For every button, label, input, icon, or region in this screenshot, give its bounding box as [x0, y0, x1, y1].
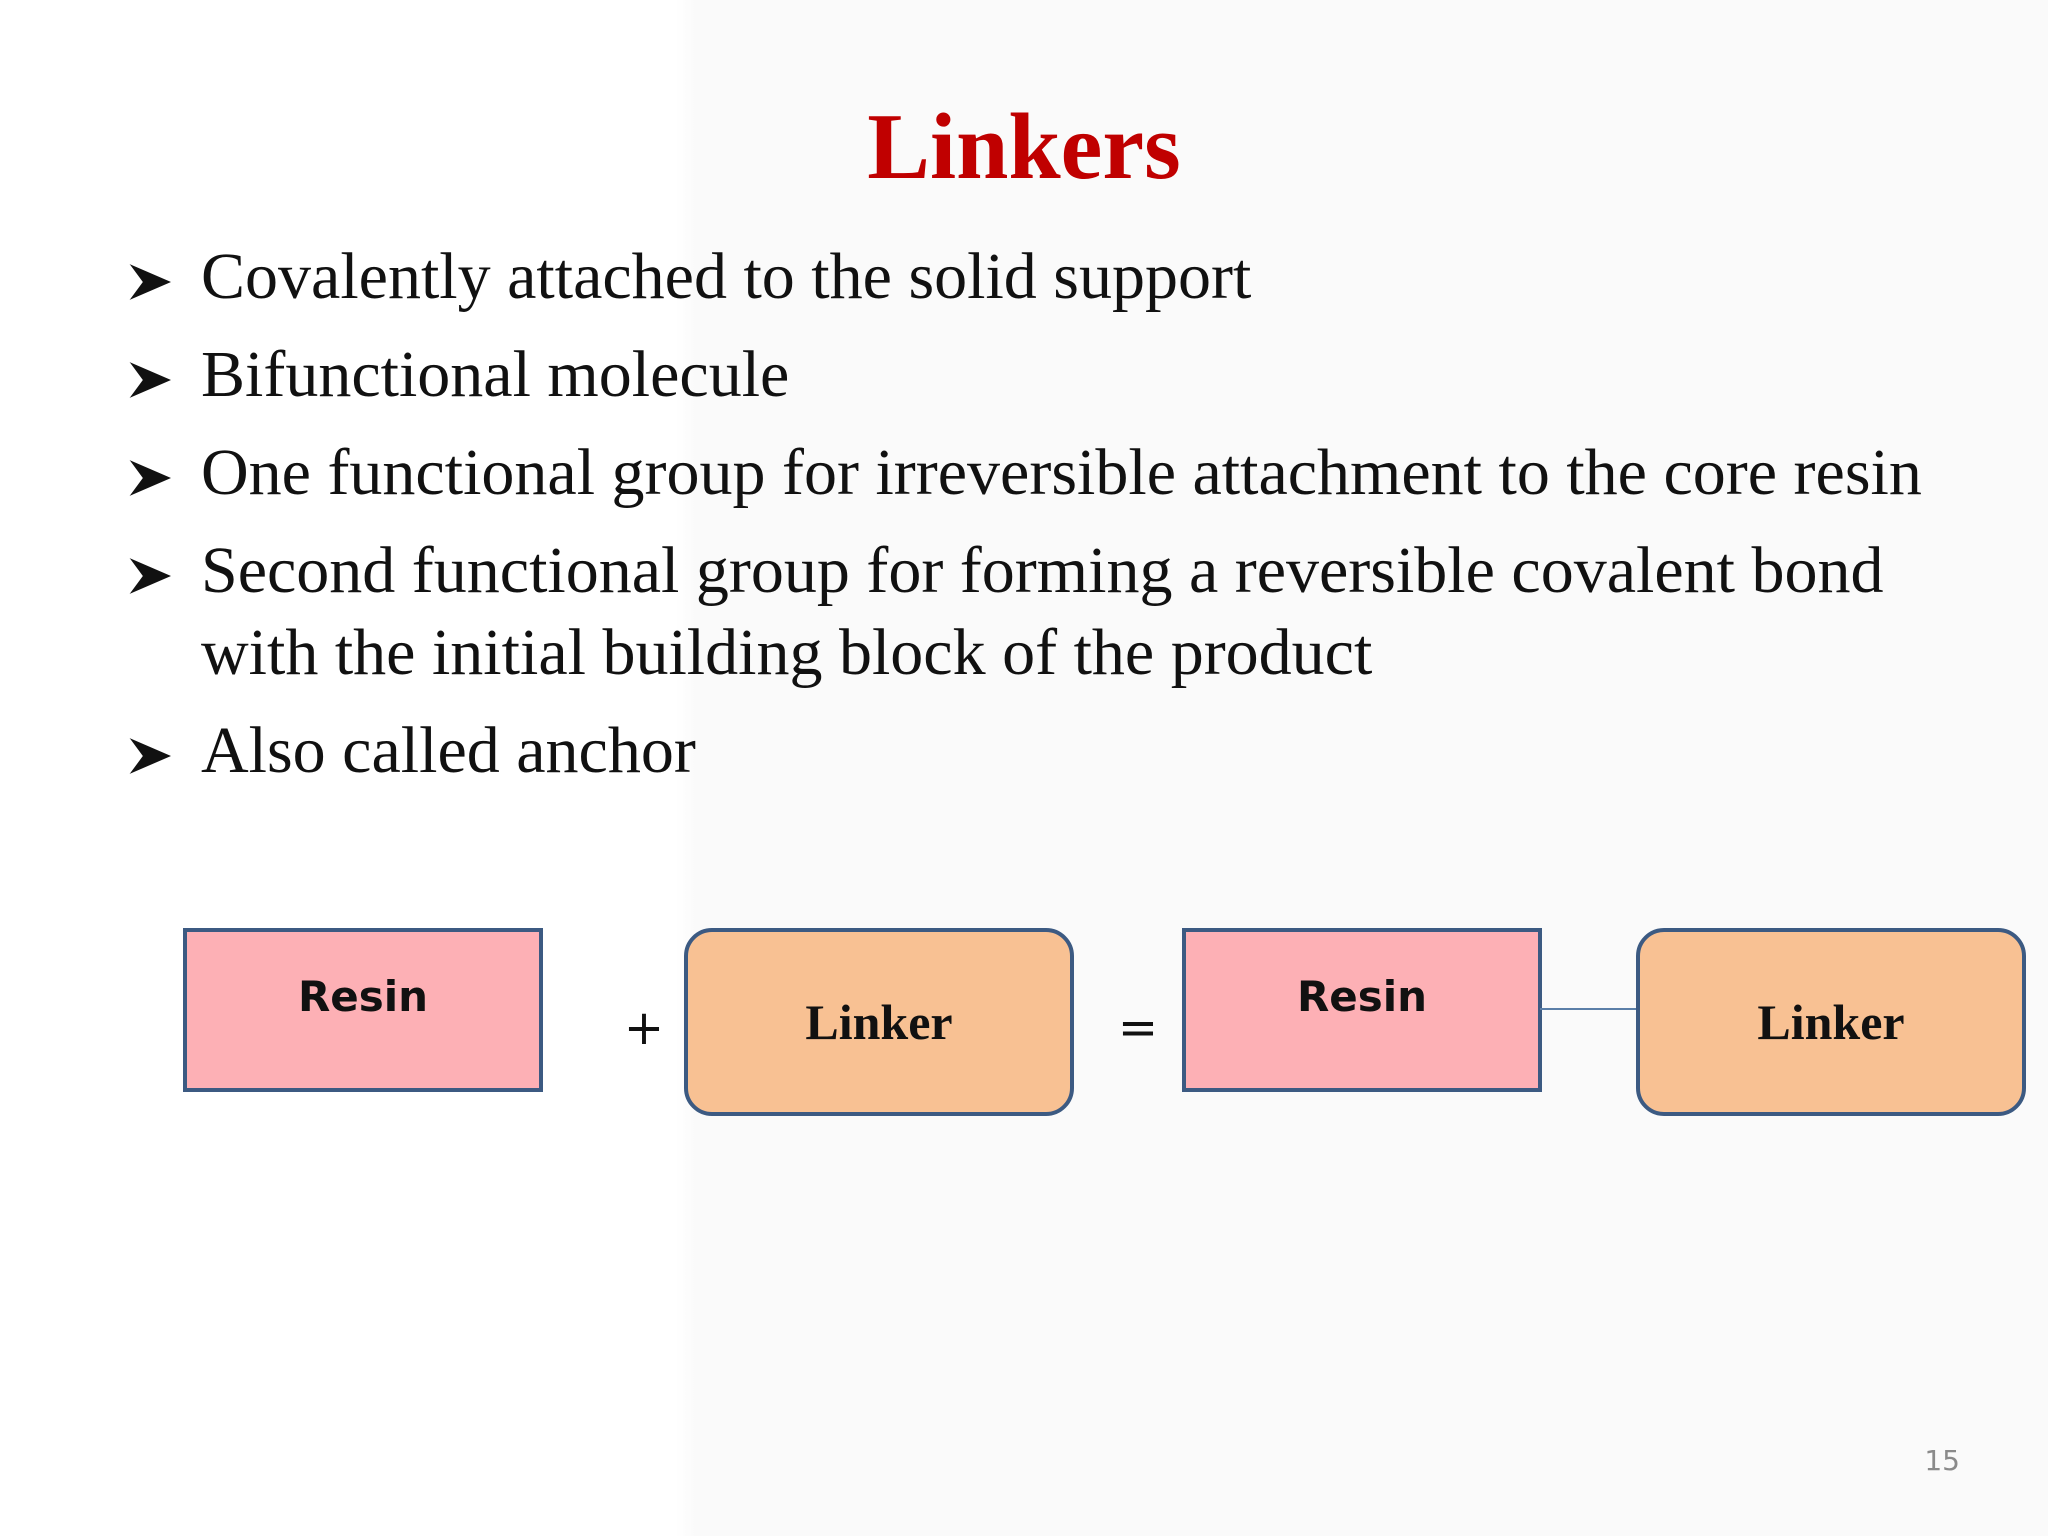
bullet-item: Second functional group for forming a re…	[125, 530, 1925, 694]
bullet-text: Second functional group for forming a re…	[201, 534, 1884, 689]
equals-sign: =	[1117, 1000, 1159, 1056]
slide-title: Linkers	[867, 95, 1181, 199]
resin-box: Resin	[183, 928, 543, 1092]
arrowhead-bullet-icon	[125, 736, 171, 776]
bullet-item: One functional group for irreversible at…	[125, 432, 1925, 514]
bullet-text: One functional group for irreversible at…	[201, 436, 1922, 509]
arrowhead-bullet-icon	[125, 262, 171, 302]
bullet-item: Covalently attached to the solid support	[125, 236, 1925, 318]
bullet-item: Bifunctional molecule	[125, 334, 1925, 416]
arrowhead-bullet-icon	[125, 556, 171, 596]
arrowhead-bullet-icon	[125, 360, 171, 400]
plus-sign: +	[623, 1000, 665, 1056]
covalent-bond-line	[1540, 1008, 1636, 1010]
arrowhead-bullet-icon	[125, 458, 171, 498]
linker-box: Linker	[684, 928, 1074, 1116]
bullet-text: Covalently attached to the solid support	[201, 240, 1252, 313]
bullet-text: Bifunctional molecule	[201, 338, 790, 411]
page-number: 15	[1924, 1444, 1960, 1477]
bullet-list: Covalently attached to the solid support…	[125, 236, 1925, 808]
bullet-item: Also called anchor	[125, 710, 1925, 792]
bullet-text: Also called anchor	[201, 714, 696, 787]
bound-resin-box: Resin	[1182, 928, 1542, 1092]
bound-linker-box: Linker	[1636, 928, 2026, 1116]
